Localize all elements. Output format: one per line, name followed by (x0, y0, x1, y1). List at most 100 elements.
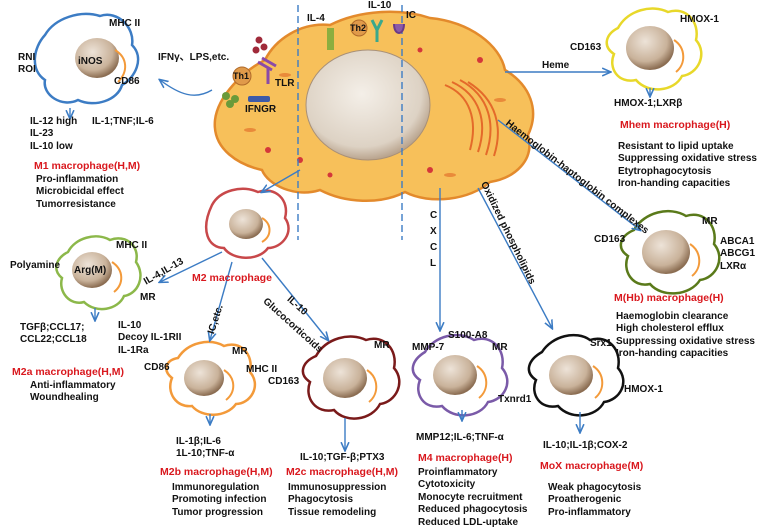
m2a-function-item: Woundhealing (30, 392, 99, 404)
m4-function-item: Reduced LDL-uptake (418, 516, 519, 528)
m4-s100-label: S100-A8 (448, 330, 488, 341)
central-nucleus (305, 49, 431, 161)
mhb-receptor-item: ABCG1 (720, 248, 756, 260)
m2b-title: M2b macrophage(H,M) (160, 466, 273, 478)
mhem-secreted-label: HMOX-1;LXRβ (614, 98, 683, 109)
m1-function-list: Pro-inflammation Microbicidal effect Tum… (36, 174, 124, 211)
m4-stimulus-cxcl: C X C L (430, 208, 437, 272)
th1-cell (232, 66, 252, 86)
il4-receptor (327, 28, 334, 50)
m1-rni-label: RNI (18, 52, 36, 63)
m2a-cell (55, 235, 142, 311)
m2c-function-item: Phagocytosis (288, 494, 354, 506)
ifngr-receptor (248, 96, 270, 102)
golgi-apparatus (444, 79, 499, 157)
mhb-function-item: High cholesterol efflux (616, 323, 724, 335)
mhem-cd163-label: CD163 (570, 42, 602, 53)
mox-function-item: Pro-inflammatory (548, 506, 631, 518)
mhb-function-item: Iron-handing capacities (616, 348, 729, 360)
cxcl-letter: C (430, 210, 438, 221)
mox-title: MoX macrophage(M) (540, 460, 644, 472)
tlr-receptor (257, 56, 277, 84)
m2c-function-list: Immunosuppression Phagocytosis Tissue re… (288, 482, 386, 519)
heme-molecules (252, 36, 268, 54)
m2b-function-item: Immunoregulation (172, 482, 260, 493)
m2c-mr-label: MR (374, 340, 390, 351)
ic-receptor (393, 23, 405, 34)
cxcl-letter: X (430, 226, 437, 237)
mhb-title: M(Hb) macrophage(H) (614, 292, 724, 304)
m2a-arg-label: Arg(M) (74, 265, 107, 276)
mhem-stimulus-label: Heme (542, 60, 570, 71)
mhem-function-item: Resistant to lipid uptake (618, 141, 734, 152)
il10-label: IL-10 (368, 0, 392, 11)
m1-secreted-label: IL-1;TNF;IL-6 (92, 116, 154, 127)
m1-title: M1 macrophage(H,M) (34, 160, 141, 172)
mhb-receptor-item: LXRα (720, 260, 747, 272)
m1-inos-label: iNOS (78, 56, 103, 67)
m2b-function-list: Immunoregulation Promoting infection Tum… (172, 482, 266, 519)
m2a-title: M2a macrophage(H,M) (12, 366, 125, 378)
il10-receptor (370, 19, 384, 42)
mhem-hmox-label: HMOX-1 (680, 14, 719, 25)
m1-cytokine-list: IL-12 high IL-23 IL-10 low (30, 116, 77, 153)
m4-mmp7-label: MMP-7 (412, 342, 445, 353)
cxcl-letter: L (430, 258, 437, 269)
ifngr-label: IFNGR (245, 104, 277, 115)
m2b-cd86-label: CD86 (144, 362, 170, 373)
m2a-secreted-item: TGFβ;CCL17; (20, 322, 85, 333)
m2b-function-item: Tumor progression (172, 506, 263, 518)
mhem-title: Mhem macrophage(H) (620, 119, 731, 131)
m2b-cell (165, 340, 257, 416)
mhb-function-list: Haemoglobin clearance High cholesterol e… (616, 311, 755, 361)
m1-stimulus-label: IFNγ、LPS,etc. (158, 52, 230, 63)
m2c-function-item: Tissue remodeling (288, 506, 377, 518)
mhb-cell (619, 209, 721, 295)
m1-mhc-label: MHC II (109, 18, 141, 29)
m4-cell (411, 333, 509, 417)
m2a-secreted-right: IL-10 Decoy IL-1RII IL-1Ra (118, 320, 181, 357)
m2b-secreted-list: IL-1β;IL-6 1L-10;TNF-α (176, 436, 234, 461)
m2a-mr-label: MR (140, 292, 156, 303)
mox-hmox-label: HMOX-1 (624, 384, 663, 395)
tlr-label: TLR (275, 78, 295, 89)
m2-title: M2 macrophage (192, 272, 272, 284)
mhem-function-item: Etytrophagocytosis (618, 165, 712, 177)
m4-secreted-label: MMP12;IL-6;TNF-α (416, 432, 504, 443)
mox-txnrd1-label: Txnrd1 (498, 394, 532, 405)
th2-label: Th2 (350, 23, 367, 33)
mhem-cell (605, 7, 703, 91)
m2a-function-item: Anti-inflammatory (30, 380, 116, 391)
m4-function-item: Cytotoxicity (418, 479, 476, 491)
m4-function-item: Monocyte recruitment (418, 491, 523, 503)
m2b-secreted-item: 1L-10;TNF-α (176, 448, 235, 460)
mhb-mr-label: MR (702, 216, 718, 227)
m2a-function-list: Anti-inflammatory Woundhealing (30, 380, 116, 405)
mox-function-list: Weak phagocytosis Proatherogenic Pro-inf… (548, 482, 641, 519)
m1-function-item: Tumorresistance (36, 198, 116, 210)
m2b-mhc-label: MHC II (246, 364, 278, 375)
m1-cytokine-item: IL-23 (30, 128, 54, 140)
mhb-receptor-list: ABCA1 ABCG1 LXRα (720, 236, 755, 273)
ic-label: IC (406, 10, 416, 21)
mhem-function-item: Suppressing oxidative stress (618, 153, 757, 165)
m2a-polyamine-label: Polyamine (10, 260, 61, 271)
m1-function-item: Microbicidal effect (36, 186, 124, 198)
mhem-function-item: Iron-handing capacities (618, 178, 731, 190)
m2c-secreted-label: IL-10;TGF-β;PTX3 (300, 452, 385, 463)
m2b-mr-label: MR (232, 346, 248, 357)
m4-function-item: Proinflammatory (418, 467, 498, 478)
m4-function-list: Proinflammatory Cytotoxicity Monocyte re… (418, 467, 527, 529)
m2a-secreted-left: TGFβ;CCL17; CCL22;CCL18 (20, 322, 87, 347)
m4-title: M4 macrophage(H) (418, 452, 513, 464)
m2a-secreted-item: CCL22;CCL18 (20, 334, 87, 346)
th2-cell (350, 19, 368, 37)
cxcl-letter: C (430, 242, 438, 253)
m2a-secreted-item: Decoy IL-1RII (118, 332, 182, 344)
m1-cytokine-item: IL-10 low (30, 140, 73, 152)
m2-cell (205, 187, 290, 259)
ifn-molecules (222, 92, 239, 108)
m1-cell (33, 12, 140, 105)
